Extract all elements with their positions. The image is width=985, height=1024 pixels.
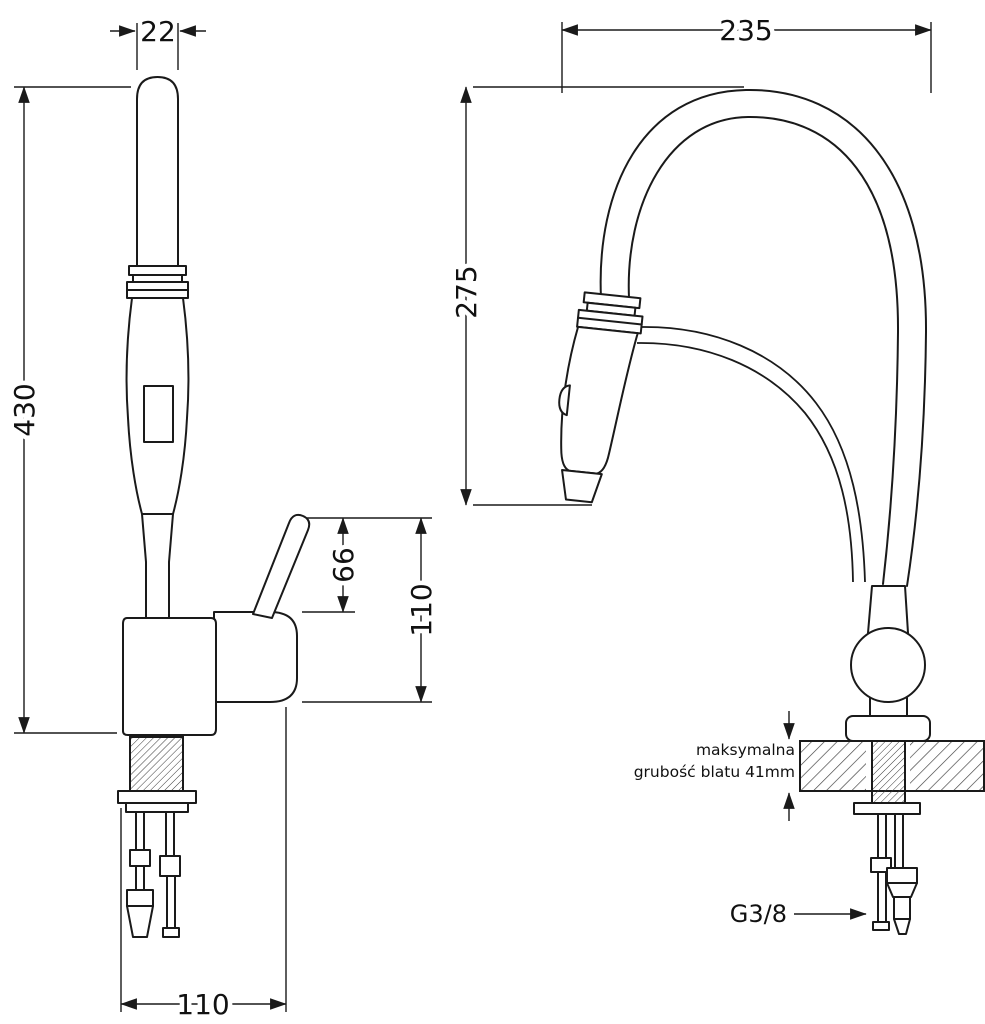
threaded-shank xyxy=(129,736,184,792)
thread-size-label: G3/8 xyxy=(730,900,787,928)
dim-110-right-label: 110 xyxy=(405,583,438,636)
mounting-flange xyxy=(117,790,197,804)
countertop-note-line1: maksymalna xyxy=(696,741,795,759)
front-mounting-hardware xyxy=(853,802,921,935)
front-view: 235 275 maksymalna grubość blatu 41mm G3… xyxy=(445,9,985,935)
front-neck xyxy=(867,585,909,634)
spray-hose xyxy=(640,326,866,583)
countertop-note: maksymalna grubość blatu 41mm xyxy=(629,711,800,821)
dim-overall-width-label: 235 xyxy=(719,14,772,47)
mounting-plate xyxy=(125,802,189,813)
dim-spout-height: 275 xyxy=(445,86,744,506)
dim-overall-width: 235 xyxy=(561,9,932,93)
thread-callout: G3/8 xyxy=(725,896,867,933)
dim-spout-width-label: 22 xyxy=(140,15,176,48)
ball-joint xyxy=(850,627,926,703)
handle-housing xyxy=(213,611,298,703)
dim-total-height: 430 xyxy=(3,86,131,734)
dim-base-width-label: 110 xyxy=(176,988,229,1021)
gooseneck-inner xyxy=(627,115,900,585)
countertop-note-line2: grubość blatu 41mm xyxy=(634,763,795,781)
spray-button xyxy=(558,384,571,417)
handle-lever xyxy=(252,513,311,619)
neck xyxy=(141,513,174,619)
mounting-hardware xyxy=(126,811,181,938)
dim-spout-height-label: 275 xyxy=(450,265,483,318)
front-flange xyxy=(845,715,931,742)
side-view: 22 430 66 110 110 xyxy=(3,15,442,1024)
display-window xyxy=(143,385,174,443)
dim-handle-heights: 66 110 xyxy=(302,517,442,703)
aerator-tip xyxy=(561,468,603,504)
gooseneck-outer xyxy=(599,88,928,587)
dim-base-width: 110 xyxy=(120,707,287,1024)
dim-spout-width: 22 xyxy=(110,15,206,70)
base-column xyxy=(122,617,217,736)
dim-total-height-label: 430 xyxy=(8,383,41,436)
spray-hose-2 xyxy=(636,342,854,583)
spout-tube xyxy=(136,76,179,267)
spout-collar xyxy=(126,265,189,299)
front-threaded-shank xyxy=(871,740,906,804)
spray-head xyxy=(558,291,644,504)
dim-66-label: 66 xyxy=(327,547,360,583)
